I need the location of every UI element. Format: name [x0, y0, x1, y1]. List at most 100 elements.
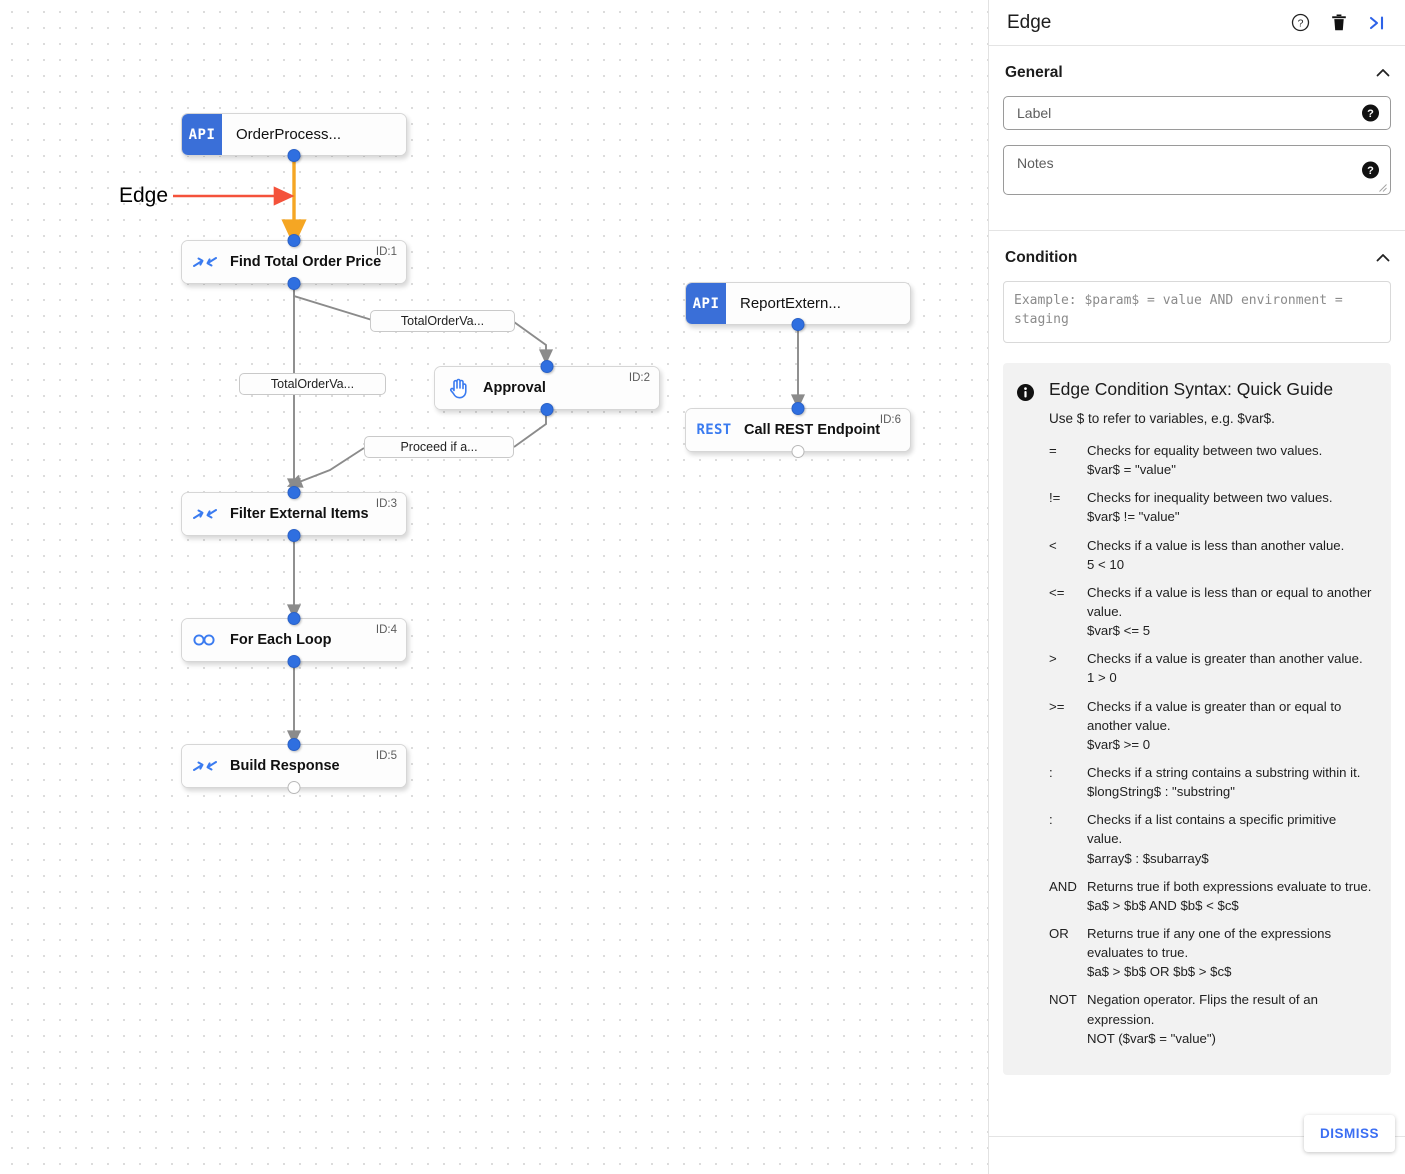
help-badge-icon[interactable]: ?	[1362, 104, 1379, 122]
operator-example: $a$ > $b$ AND $b$ < $c$	[1087, 897, 1239, 913]
merge-arrows-icon	[182, 506, 228, 522]
operator-example: $a$ > $b$ OR $b$ > $c$	[1087, 964, 1232, 980]
flow-canvas[interactable]: Edge API OrderProcess... Find Total Orde…	[0, 0, 988, 1174]
output-port[interactable]	[287, 781, 301, 794]
node-id-badge: ID:3	[375, 498, 397, 510]
output-port[interactable]	[540, 403, 554, 416]
edge-properties-panel: Edge ? General Label ?	[988, 0, 1405, 1174]
node-approval[interactable]: Approval ID:2	[434, 360, 660, 416]
label-field[interactable]: Label ?	[1003, 96, 1391, 130]
edge-annotation-label: Edge	[119, 184, 169, 207]
info-icon	[1017, 379, 1037, 1057]
operator-description: Checks for inequality between two values…	[1087, 490, 1333, 506]
output-port[interactable]	[791, 445, 805, 458]
edge-layer	[173, 156, 806, 746]
dismiss-button[interactable]: DISMISS	[1303, 1115, 1395, 1152]
edge-label[interactable]: TotalOrderVa...	[239, 373, 386, 395]
panel-header: Edge ?	[989, 0, 1405, 46]
operator-example: $var$ != "value"	[1087, 509, 1180, 525]
output-port[interactable]	[287, 529, 301, 542]
svg-text:?: ?	[1367, 165, 1374, 177]
operator-description: Returns true if both expressions evaluat…	[1087, 878, 1372, 894]
operator-symbol: :	[1049, 812, 1053, 828]
hand-icon	[435, 377, 481, 399]
operator-description: Checks if a list contains a specific pri…	[1087, 812, 1337, 847]
api-badge-icon: API	[182, 114, 222, 155]
panel-header-actions: ?	[1290, 12, 1393, 33]
operator-description: Checks if a value is less than or equal …	[1087, 584, 1372, 619]
node-id-badge: ID:4	[375, 624, 397, 636]
section-general-header[interactable]: General	[1003, 60, 1391, 96]
operator-row: <= Checks if a value is less than or equa…	[1049, 583, 1375, 640]
chevron-up-icon[interactable]	[1375, 250, 1391, 266]
operator-row: >=Checks if a value is greater than or e…	[1049, 697, 1375, 754]
node-call-rest-endpoint[interactable]: REST Call REST Endpoint ID:6	[685, 402, 911, 458]
output-port[interactable]	[287, 149, 301, 162]
node-title: Build Response	[230, 758, 340, 774]
operator-description: Checks if a value is greater than anothe…	[1087, 651, 1363, 667]
chevron-up-icon[interactable]	[1375, 65, 1391, 81]
merge-arrows-icon	[182, 758, 228, 774]
node-report-extern[interactable]: API ReportExtern...	[685, 282, 911, 331]
node-find-total-order-price[interactable]: Find Total Order Price ID:1	[181, 234, 407, 290]
node-title: For Each Loop	[230, 632, 332, 648]
section-condition-header[interactable]: Condition	[1003, 245, 1391, 281]
input-port[interactable]	[791, 402, 805, 415]
help-circle-icon[interactable]: ?	[1290, 12, 1311, 33]
panel-footer	[989, 1136, 1405, 1174]
section-title: Condition	[1005, 249, 1078, 266]
output-port[interactable]	[287, 277, 301, 290]
operator-symbol: :	[1049, 764, 1053, 780]
operator-symbol: <=	[1049, 584, 1065, 600]
node-id-badge: ID:1	[375, 246, 397, 258]
operator-row: <Checks if a value is less than another …	[1049, 536, 1375, 574]
operator-example: $array$ : $subarray$	[1087, 850, 1209, 866]
node-title: Find Total Order Price	[230, 254, 382, 270]
node-build-response[interactable]: Build Response ID:5	[181, 738, 407, 794]
infinity-icon	[182, 632, 228, 648]
operator-row: != Checks for inequality between two valu…	[1049, 488, 1375, 526]
help-badge-icon[interactable]: ?	[1362, 161, 1379, 179]
operator-symbol: !=	[1049, 490, 1061, 506]
svg-text:?: ?	[1367, 108, 1374, 120]
output-port[interactable]	[791, 318, 805, 331]
condition-input[interactable]: Example: $param$ = value AND environment…	[1003, 281, 1391, 343]
operator-symbol: OR	[1049, 925, 1069, 941]
notes-field-placeholder: Notes	[1017, 155, 1054, 171]
node-order-process[interactable]: API OrderProcess...	[181, 113, 407, 162]
output-port[interactable]	[287, 655, 301, 668]
svg-text:?: ?	[1298, 18, 1304, 30]
node-title: Filter External Items	[230, 506, 369, 522]
input-port[interactable]	[540, 360, 554, 373]
section-title: General	[1005, 64, 1063, 81]
input-port[interactable]	[287, 612, 301, 625]
trash-icon[interactable]	[1328, 12, 1349, 33]
operator-example: 1 > 0	[1087, 670, 1117, 686]
input-port[interactable]	[287, 234, 301, 247]
operator-description: Checks for equality between two values.	[1087, 443, 1323, 458]
section-general: General Label ? Notes ?	[989, 46, 1405, 231]
edge-label[interactable]: TotalOrderVa...	[370, 310, 515, 332]
operator-example: NOT ($var$ = "value")	[1087, 1030, 1216, 1046]
node-filter-external-items[interactable]: Filter External Items ID:3	[181, 486, 407, 542]
notes-field[interactable]: Notes ?	[1003, 145, 1391, 195]
resize-handle[interactable]	[1378, 183, 1387, 192]
node-id-badge: ID:6	[879, 414, 901, 426]
guide-title: Edge Condition Syntax: Quick Guide	[1049, 379, 1334, 399]
merge-arrows-icon	[182, 254, 228, 270]
operator-example: $var$ >= 0	[1087, 736, 1151, 752]
api-badge-icon: API	[686, 283, 726, 324]
input-port[interactable]	[287, 486, 301, 499]
input-port[interactable]	[287, 738, 301, 751]
operator-example: $var$ = "value"	[1087, 462, 1176, 478]
node-for-each-loop[interactable]: For Each Loop ID:4	[181, 612, 407, 668]
operator-row: :Checks if a string contains a substring…	[1049, 763, 1375, 801]
edge-label[interactable]: Proceed if a...	[364, 436, 514, 458]
operator-row: OR Returns true if any one of the express…	[1049, 924, 1375, 981]
collapse-panel-icon[interactable]	[1366, 12, 1387, 33]
node-title: Approval	[483, 380, 546, 396]
operator-symbol: NOT	[1049, 992, 1077, 1008]
operator-description: Returns true if any one of the expressio…	[1087, 925, 1332, 961]
